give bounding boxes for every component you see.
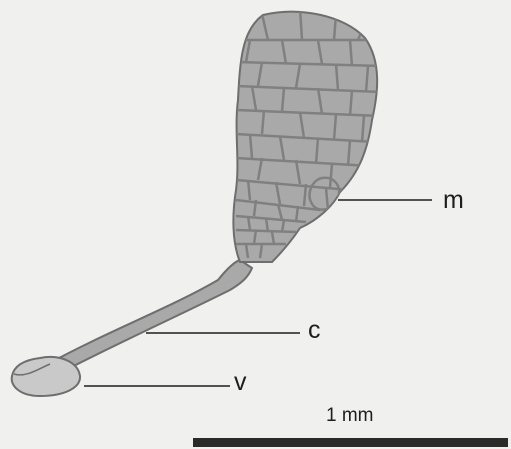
scale-bar [193,438,508,447]
label-v: v [234,370,247,395]
label-c: c [308,318,321,343]
stalk [44,260,252,374]
label-m: m [443,188,464,213]
scale-bar-label: 1 mm [326,406,374,425]
basal-disc [12,357,80,396]
